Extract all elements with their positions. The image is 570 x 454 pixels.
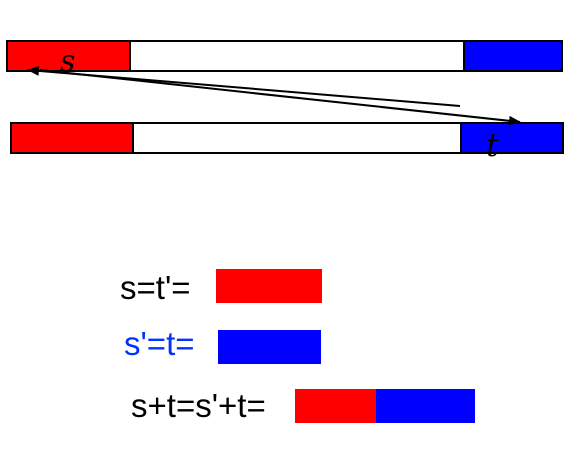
bottom-bar-red-segment [12, 124, 134, 152]
equation-3-label: s+t=s'+t= [131, 387, 266, 424]
arrow-to-s-icon [27, 65, 461, 107]
top-bar-blue-segment [463, 42, 561, 70]
top-bar-red-segment [8, 42, 131, 70]
bottom-bar-blue-segment [460, 124, 562, 152]
arrow-to-t-icon [39, 69, 521, 126]
equation-3-blue-swatch [376, 389, 475, 423]
equation-3-red-swatch [295, 389, 376, 423]
top-string-bar [6, 40, 563, 72]
equation-2-label: s'=t= [124, 325, 195, 362]
equation-2-blue-swatch [218, 330, 321, 364]
bottom-string-bar [10, 122, 564, 154]
top-bar-white-segment [131, 42, 463, 70]
equation-1-red-swatch [216, 269, 322, 303]
bottom-bar-white-segment [134, 124, 460, 152]
equation-1-label: s=t'= [120, 269, 191, 306]
